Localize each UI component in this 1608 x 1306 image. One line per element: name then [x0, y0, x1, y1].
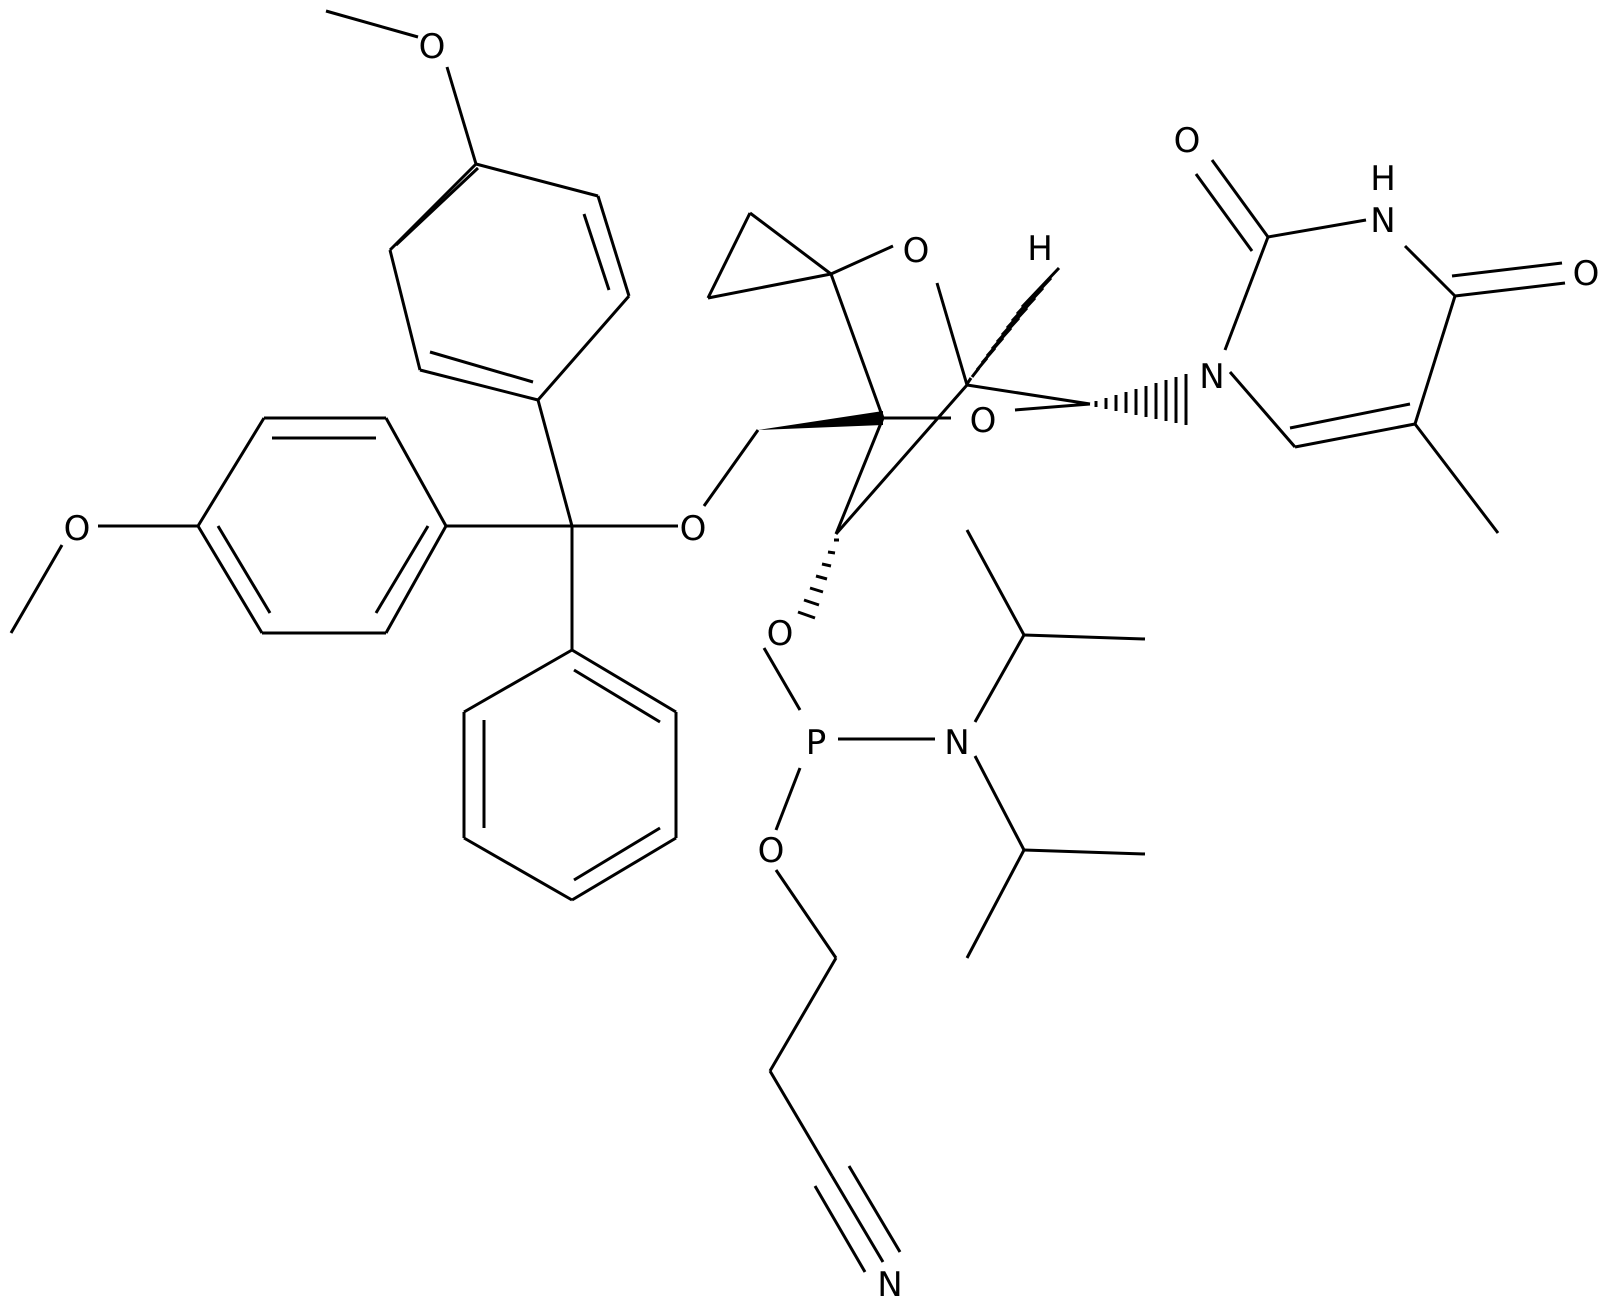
- bond: [1014, 402, 1091, 412]
- bond: [419, 368, 539, 402]
- atom-label-nitrogen: N: [1370, 201, 1395, 241]
- bond: [1023, 848, 1146, 856]
- bond: [394, 166, 480, 247]
- atom-label-oxygen: O: [1174, 121, 1201, 161]
- bond: [973, 634, 1026, 723]
- bond: [1210, 159, 1270, 238]
- bond: [749, 211, 832, 276]
- wedge-bond: [758, 411, 883, 430]
- bond: [573, 668, 661, 724]
- bond: [573, 826, 661, 882]
- bond: [1194, 173, 1254, 252]
- bond: [463, 836, 573, 902]
- bond: [702, 429, 760, 507]
- bond: [196, 417, 266, 527]
- atom-label-hydrogen: H: [1370, 159, 1396, 199]
- bond: [536, 295, 631, 401]
- bond: [1023, 633, 1146, 641]
- bond: [388, 249, 422, 371]
- bond: [706, 212, 752, 299]
- bond: [847, 1165, 902, 1253]
- hashed-wedge-bonds: [797, 266, 1188, 620]
- bond: [834, 417, 885, 535]
- bond: [813, 1185, 867, 1273]
- atom-label-oxygen: O: [1573, 254, 1600, 294]
- bond: [774, 869, 838, 959]
- bond: [325, 9, 419, 39]
- bond: [774, 767, 802, 831]
- hashed-bond-h: [965, 266, 1061, 385]
- atom-label-oxygen: O: [64, 509, 91, 549]
- bond: [966, 383, 1091, 406]
- bond: [965, 529, 1026, 636]
- atom-label-oxygen: O: [903, 231, 930, 271]
- bond: [1294, 422, 1416, 449]
- bond: [445, 66, 478, 165]
- bond: [374, 525, 430, 614]
- atom-label-oxygen: O: [767, 614, 794, 654]
- hashed-bond-n: [1094, 374, 1188, 425]
- bond: [384, 525, 448, 634]
- bond: [429, 350, 534, 384]
- bond: [1403, 244, 1457, 298]
- bond: [571, 836, 677, 902]
- bond: [973, 755, 1026, 851]
- atom-label-nitrogen: N: [944, 723, 969, 763]
- bond: [1454, 281, 1566, 298]
- bond: [384, 417, 448, 527]
- bond: [1413, 423, 1500, 534]
- bond: [1451, 261, 1563, 278]
- atom-label-nitrogen: N: [1199, 357, 1224, 397]
- atom-label-oxygen: O: [680, 509, 707, 549]
- bond: [834, 384, 969, 535]
- bond: [582, 213, 611, 291]
- bond: [768, 957, 838, 1072]
- bond: [1223, 236, 1270, 351]
- bond: [830, 244, 894, 276]
- bond: [9, 544, 64, 634]
- bond: [768, 1070, 834, 1177]
- bond: [536, 399, 574, 527]
- bond: [1228, 371, 1297, 448]
- bonds: [9, 9, 1566, 1273]
- bond: [829, 273, 885, 419]
- bond: [196, 525, 264, 634]
- bond: [762, 647, 802, 711]
- bond: [935, 282, 969, 386]
- atom-label-oxygen: O: [970, 401, 997, 441]
- bond: [1289, 402, 1411, 430]
- atom-label-oxygen: O: [758, 831, 785, 871]
- bond: [596, 195, 631, 297]
- atom-label-oxygen: O: [419, 27, 446, 67]
- atom-label-hydrogen: H: [1027, 229, 1053, 269]
- atom-label-nitrogen: N: [877, 1265, 902, 1305]
- bond: [571, 648, 677, 714]
- bond: [830, 1175, 885, 1263]
- hashed-bond-c3-o: [797, 538, 839, 620]
- atom-labels: O O O O O H N H N O O O P N O N: [64, 27, 1600, 1305]
- bond: [463, 648, 573, 714]
- atom-label-phosphorus: P: [806, 723, 827, 763]
- bond: [1267, 218, 1367, 239]
- bond: [216, 525, 272, 614]
- bond: [707, 272, 832, 300]
- bond: [475, 162, 599, 198]
- bond: [965, 849, 1026, 959]
- bond: [1413, 295, 1457, 425]
